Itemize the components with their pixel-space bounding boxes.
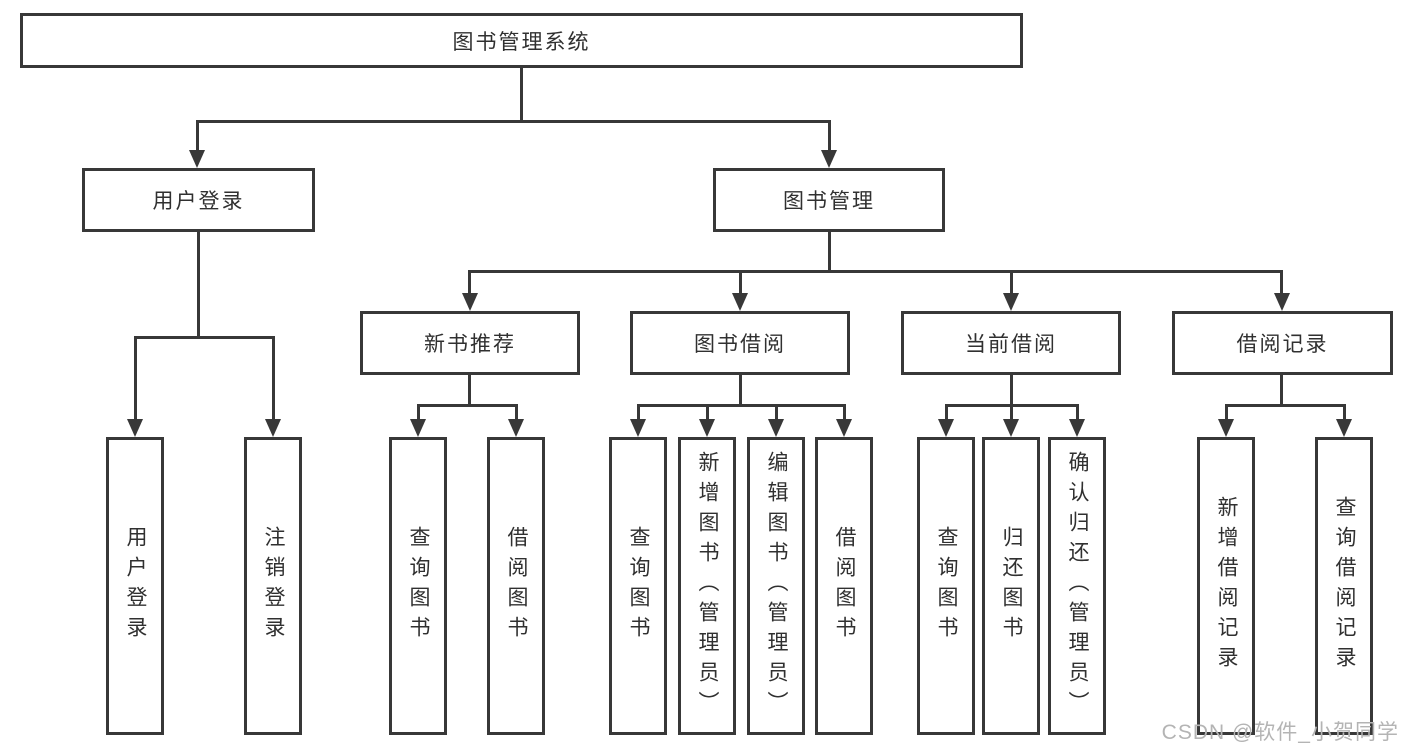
connector-line [1010,375,1013,407]
node-label: 归还图书 [1000,526,1023,646]
node-query-books-borrowing: 查询图书 [609,437,667,735]
connector-line [739,270,742,295]
node-label: 确认归还（管理员） [1066,451,1089,721]
connector-line [775,404,778,421]
connector-arrowhead [462,293,478,311]
node-book-borrowing: 图书借阅 [630,311,850,375]
node-label: 编辑图书（管理员） [765,451,788,721]
node-new-book-recommendation: 新书推荐 [360,311,580,375]
node-label: 查询图书 [407,526,430,646]
connector-arrowhead [1003,293,1019,311]
connector-line [1225,404,1228,421]
node-add-borrow-record: 新增借阅记录 [1197,437,1255,735]
node-borrow-books-borrowing: 借阅图书 [815,437,873,735]
connector-line [134,336,137,421]
connector-arrowhead [732,293,748,311]
connector-arrowhead [1336,419,1352,437]
node-confirm-return-admin: 确认归还（管理员） [1048,437,1106,735]
node-return-books: 归还图书 [982,437,1040,735]
connector-arrowhead [768,419,784,437]
node-label: 借阅图书 [833,526,856,646]
node-user-login-leaf: 用户登录 [106,437,164,735]
connector-line [134,336,275,339]
connector-arrowhead [410,419,426,437]
node-label: 新书推荐 [424,333,516,356]
connector-line [468,270,471,295]
node-logout: 注销登录 [244,437,302,735]
connector-arrowhead [1218,419,1234,437]
connector-line [1076,404,1079,421]
node-label: 注销登录 [262,526,285,646]
node-label: 查询图书 [935,526,958,646]
connector-line [1280,270,1283,295]
connector-line [1343,404,1346,421]
node-edit-book-admin: 编辑图书（管理员） [747,437,805,735]
node-label: 借阅记录 [1236,333,1329,356]
connector-line [1010,270,1013,295]
connector-line [520,67,523,122]
connector-line [468,270,1283,273]
connector-line [272,336,275,421]
connector-line [197,232,200,338]
connector-line [706,404,709,421]
connector-arrowhead [938,419,954,437]
node-library-management-system: 图书管理系统 [20,13,1023,68]
connector-arrowhead [1274,293,1290,311]
connector-line [828,232,831,272]
node-query-books-recommendation: 查询图书 [389,437,447,735]
connector-line [1010,404,1013,421]
node-user-login: 用户登录 [82,168,315,232]
node-label: 新增借阅记录 [1215,496,1238,676]
node-label: 图书借阅 [694,333,786,356]
node-book-management: 图书管理 [713,168,945,232]
connector-arrowhead [189,150,205,168]
connector-arrowhead [127,419,143,437]
connector-line [468,375,471,407]
connector-line [515,404,518,421]
connector-line [828,120,831,153]
node-label: 借阅图书 [505,526,528,646]
connector-arrowhead [630,419,646,437]
connector-arrowhead [1069,419,1085,437]
connector-arrowhead [1003,419,1019,437]
connector-line [1225,404,1346,407]
node-label: 图书管理 [783,190,875,213]
node-label: 新增图书（管理员） [696,451,719,721]
connector-arrowhead [508,419,524,437]
node-query-borrow-record: 查询借阅记录 [1315,437,1373,735]
node-add-book-admin: 新增图书（管理员） [678,437,736,735]
connector-line [637,404,640,421]
node-label: 查询图书 [627,526,650,646]
connector-line [417,404,518,407]
node-label: 用户登录 [152,190,245,213]
node-label: 图书管理系统 [452,30,591,54]
node-query-books-current: 查询图书 [917,437,975,735]
connector-arrowhead [821,150,837,168]
connector-line [945,404,948,421]
csdn-watermark: CSDN @软件_小贺同学 [1161,721,1399,744]
connector-line [843,404,846,421]
node-borrowing-records: 借阅记录 [1172,311,1393,375]
connector-line [196,120,199,153]
node-label: 当前借阅 [965,333,1057,356]
node-label: 用户登录 [124,526,147,646]
node-current-borrowing: 当前借阅 [901,311,1121,375]
connector-line [417,404,420,421]
connector-arrowhead [265,419,281,437]
connector-line [196,120,831,123]
connector-line [1280,375,1283,407]
node-borrow-books-recommendation: 借阅图书 [487,437,545,735]
node-label: 查询借阅记录 [1333,496,1356,676]
connector-arrowhead [699,419,715,437]
connector-arrowhead [836,419,852,437]
connector-line [637,404,846,407]
connector-line [739,375,742,407]
